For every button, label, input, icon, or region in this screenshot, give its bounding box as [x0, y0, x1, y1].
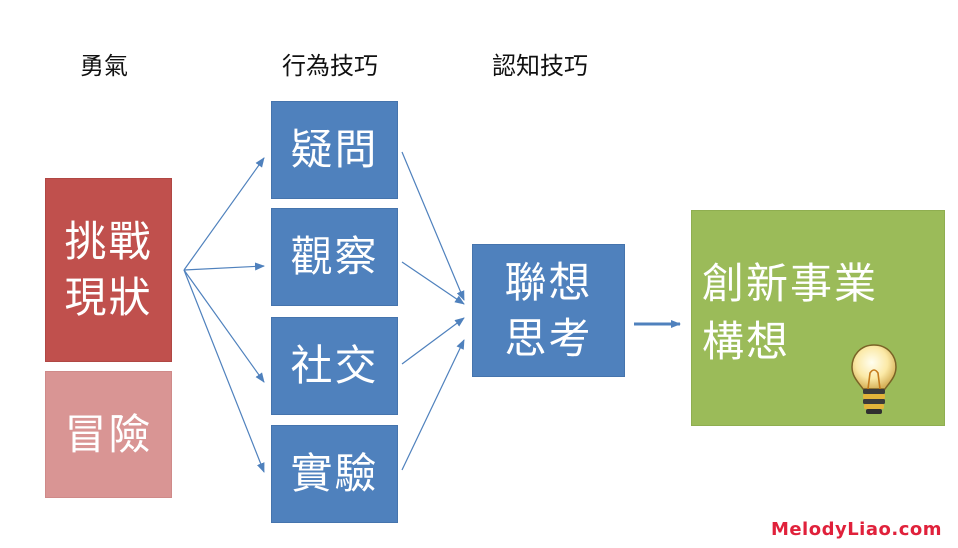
arrow-observe-to-associate [401, 261, 465, 305]
risk-taking-box: 冒險 [45, 371, 172, 498]
challenge-status-quo-box: 挑戰 現狀 [45, 178, 172, 362]
networking-box: 社交 [271, 317, 398, 415]
heading-behavior-skills: 行為技巧 [282, 52, 378, 80]
arrow-network-to-associate [401, 317, 465, 365]
arrow-experiment-to-associate [401, 339, 465, 471]
watermark-text: MelodyLiao.com [770, 519, 942, 540]
networking-label: 社交 [290, 341, 379, 390]
business-idea-line1: 創新事業 [702, 259, 879, 308]
arrow-challenge-to-network [183, 269, 265, 383]
challenge-line2: 現狀 [64, 273, 153, 322]
arrow-challenge-to-question [183, 157, 265, 271]
lightbulb-icon [851, 344, 897, 414]
experimenting-box: 實驗 [271, 425, 398, 523]
arrow-question-to-associate [401, 151, 465, 301]
arrow-challenge-to-observe [183, 262, 265, 271]
risk-label: 冒險 [64, 409, 153, 459]
heading-courage: 勇氣 [80, 52, 128, 80]
innovative-business-idea-box: 創新事業 構想 [691, 210, 945, 426]
associating-line1: 聯想 [504, 257, 593, 307]
observing-box: 觀察 [271, 208, 398, 306]
associating-box: 聯想 思考 [472, 244, 625, 377]
questioning-label: 疑問 [290, 125, 379, 174]
business-idea-line2: 構想 [702, 317, 791, 366]
observing-label: 觀察 [290, 232, 379, 281]
challenge-line1: 挑戰 [64, 217, 153, 266]
heading-cognitive-skills: 認知技巧 [492, 52, 588, 80]
associating-line2: 思考 [504, 313, 593, 363]
questioning-box: 疑問 [271, 101, 398, 199]
arrow-challenge-to-experiment [183, 269, 265, 473]
experimenting-label: 實驗 [290, 449, 379, 498]
